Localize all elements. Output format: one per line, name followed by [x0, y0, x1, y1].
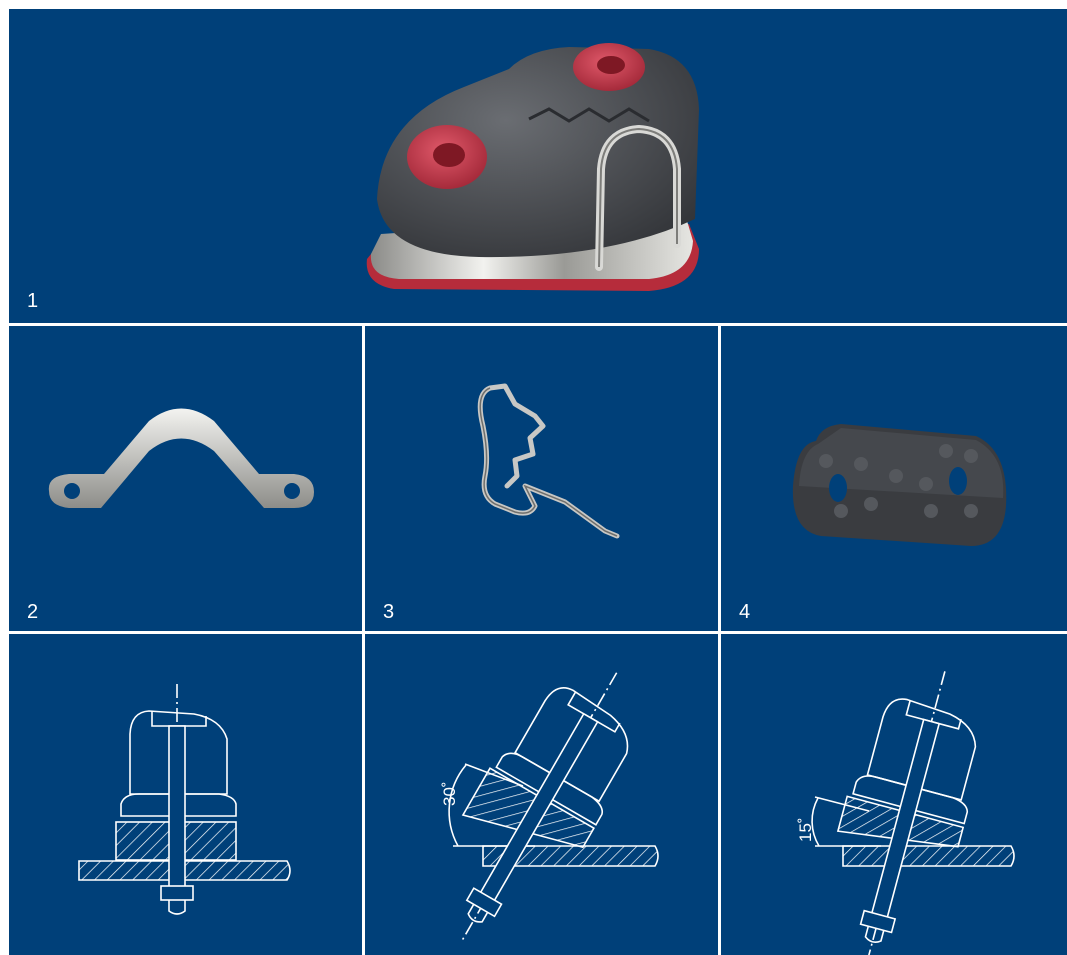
cleat-base [852, 775, 969, 825]
product-photo-riser-pad-panel: 4 [721, 326, 1067, 631]
wedge-pad-section [461, 767, 595, 849]
deck-section [482, 845, 659, 867]
mounting-diagram-30-degree: 30˚ [440, 672, 659, 942]
cam-cleat-illustration [366, 43, 699, 291]
nut [859, 909, 897, 934]
cleat-body [377, 47, 699, 258]
wire-fairlead-illustration [477, 383, 620, 539]
angle-label: 15˚ [796, 817, 815, 842]
cleat-base [495, 752, 604, 826]
wire-loop-shade [598, 127, 678, 268]
mounting-diagram-15-degree-panel: 15˚ [721, 634, 1067, 955]
eye-strap-illustration [48, 408, 314, 508]
pad-dimples [819, 444, 978, 518]
product-photo-eye-strap-panel: 2 [9, 326, 362, 631]
mount-hole-left [829, 474, 847, 502]
bush-hole-back [597, 56, 625, 74]
mounting-diagram-30-degree-panel: 30˚ [365, 634, 718, 955]
riser-pad-illustration [792, 424, 1007, 546]
cleat-base [120, 793, 237, 817]
panel-number: 2 [27, 601, 39, 623]
eye-hole-left [64, 483, 80, 499]
bolt-end [168, 900, 186, 915]
cleat-outline [129, 710, 228, 795]
eye-strap [48, 408, 314, 508]
bolt-end [864, 926, 885, 943]
wire-shade [479, 387, 618, 537]
mount-hole-right [949, 467, 967, 495]
nut [465, 887, 503, 918]
angle-arc [811, 797, 820, 847]
bolt-end [467, 903, 489, 923]
cleat-outline [513, 687, 629, 803]
nut [160, 885, 194, 901]
wire-fairlead [477, 383, 620, 539]
angle-label: 30˚ [440, 781, 459, 806]
product-photo-wire-fairlead-panel: 3 [365, 326, 718, 631]
cam-teeth [528, 107, 650, 123]
deck-section [842, 845, 1015, 867]
panel-number: 1 [27, 290, 39, 312]
panel-number: 3 [383, 601, 395, 623]
mounting-diagram-15-degree: 15˚ [796, 671, 1015, 955]
cleat-outline [866, 698, 977, 801]
product-photo-cam-cleat-panel: 1 [9, 9, 1067, 323]
angle-arc [448, 764, 467, 847]
mounting-diagram-straight-panel [9, 634, 362, 955]
bolt-shaft [168, 725, 186, 892]
eye-hole-right [284, 483, 300, 499]
mounting-diagram-straight [78, 684, 291, 915]
panel-number: 4 [739, 601, 751, 623]
bush-hole-front [433, 143, 465, 167]
